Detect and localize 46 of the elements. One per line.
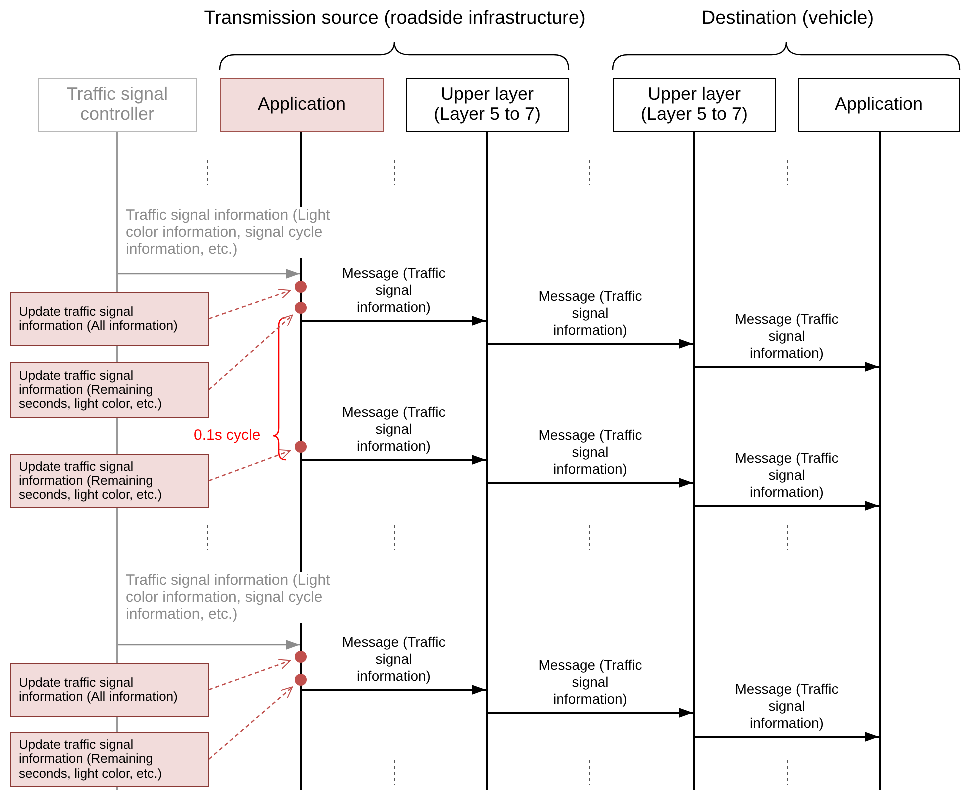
arrow — [302, 316, 486, 326]
event-dot — [295, 674, 307, 686]
arrow — [208, 289, 292, 320]
edge-label: Message (Traffic signal information) — [538, 288, 642, 339]
arrow — [695, 362, 879, 372]
arrow — [208, 449, 292, 482]
arrow — [488, 708, 693, 718]
arrow — [208, 659, 292, 691]
arrow — [695, 501, 879, 511]
arrow — [302, 455, 486, 465]
participant-box: Traffic signal controller — [38, 78, 197, 132]
arrow — [695, 732, 879, 742]
lifeline — [693, 132, 695, 790]
group-heading: Transmission source (roadside infrastructure) — [204, 8, 586, 30]
edge-label: Message (Traffic signal information) — [342, 265, 446, 316]
event-dot — [295, 441, 307, 453]
participant-box: Application — [798, 78, 960, 132]
update-box: Update traffic signal information (Remaining seconds, light color, etc.) — [10, 732, 209, 787]
lifeline — [486, 132, 488, 790]
edge-label: Message (Traffic signal information) — [538, 657, 642, 708]
edge-label: Message (Traffic signal information) — [342, 634, 446, 685]
participant-box: Upper layer (Layer 5 to 7) — [406, 78, 569, 132]
arrow — [302, 685, 486, 695]
arrow — [118, 269, 300, 279]
event-dot — [295, 281, 307, 293]
edge-label: Message (Traffic signal information) — [342, 404, 446, 455]
participant-box: Application — [220, 78, 384, 132]
update-box: Update traffic signal information (All information) — [10, 292, 209, 346]
edge-label: Message (Traffic signal information) — [735, 311, 839, 362]
arrow — [208, 686, 294, 760]
arrow — [488, 339, 693, 349]
update-box: Update traffic signal information (Remaining seconds, light color, etc.) — [10, 362, 209, 418]
group-heading: Destination (vehicle) — [702, 8, 874, 30]
edge-label: Message (Traffic signal information) — [735, 450, 839, 501]
edge-label: Message (Traffic signal information) — [538, 427, 642, 478]
cycle-label: 0.1s cycle — [194, 427, 261, 444]
participant-box: Upper layer (Layer 5 to 7) — [613, 78, 776, 132]
edge-label: Message (Traffic signal information) — [735, 681, 839, 732]
update-box: Update traffic signal information (All information) — [10, 663, 209, 717]
event-dot — [295, 302, 307, 314]
arrow — [488, 478, 693, 488]
arrow — [118, 640, 300, 650]
lifeline — [879, 132, 881, 790]
update-box: Update traffic signal information (Remaining seconds, light color, etc.) — [10, 454, 209, 508]
arrow — [208, 314, 294, 390]
event-dot — [295, 651, 307, 663]
